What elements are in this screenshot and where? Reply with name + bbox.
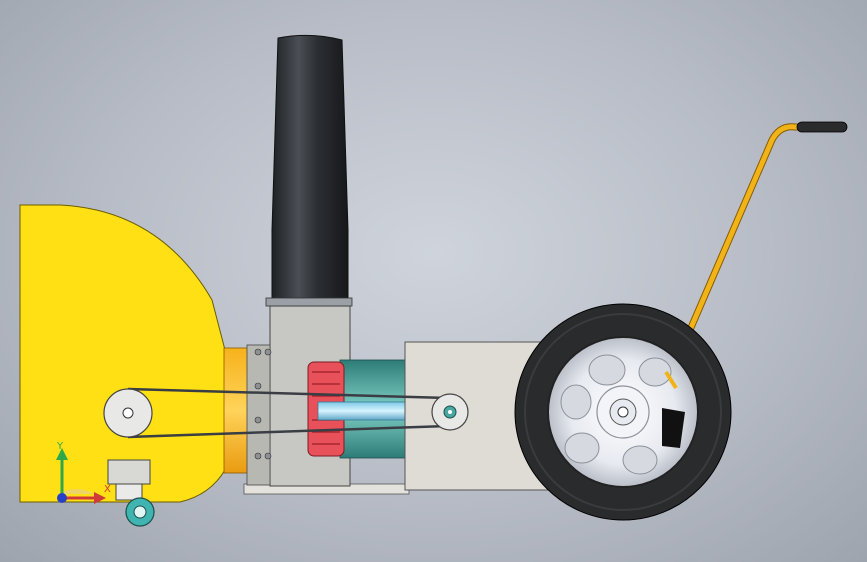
chute-flange	[265, 297, 353, 307]
triad-axes	[56, 448, 106, 504]
pulley-left[interactable]	[103, 388, 153, 438]
fan-housing-flange	[246, 344, 271, 486]
z-axis-dot	[57, 493, 67, 503]
y-axis-label: Y	[57, 441, 64, 452]
handle-grip[interactable]	[796, 121, 848, 133]
triad-plane	[58, 489, 94, 494]
auger-housing[interactable]	[19, 204, 226, 503]
x-axis-label: X	[104, 484, 111, 495]
push-handle[interactable]	[686, 123, 816, 334]
discharge-chute[interactable]	[271, 34, 349, 303]
pulley-right[interactable]	[431, 393, 469, 431]
x-axis-arrow	[94, 492, 106, 504]
flange-bolts	[254, 348, 272, 460]
y-axis-arrow	[56, 448, 68, 460]
caster-wheel[interactable]	[107, 459, 155, 527]
wheel[interactable]	[514, 303, 732, 521]
drive-belt	[127, 387, 449, 439]
coordinate-triad: Y X	[44, 436, 114, 512]
